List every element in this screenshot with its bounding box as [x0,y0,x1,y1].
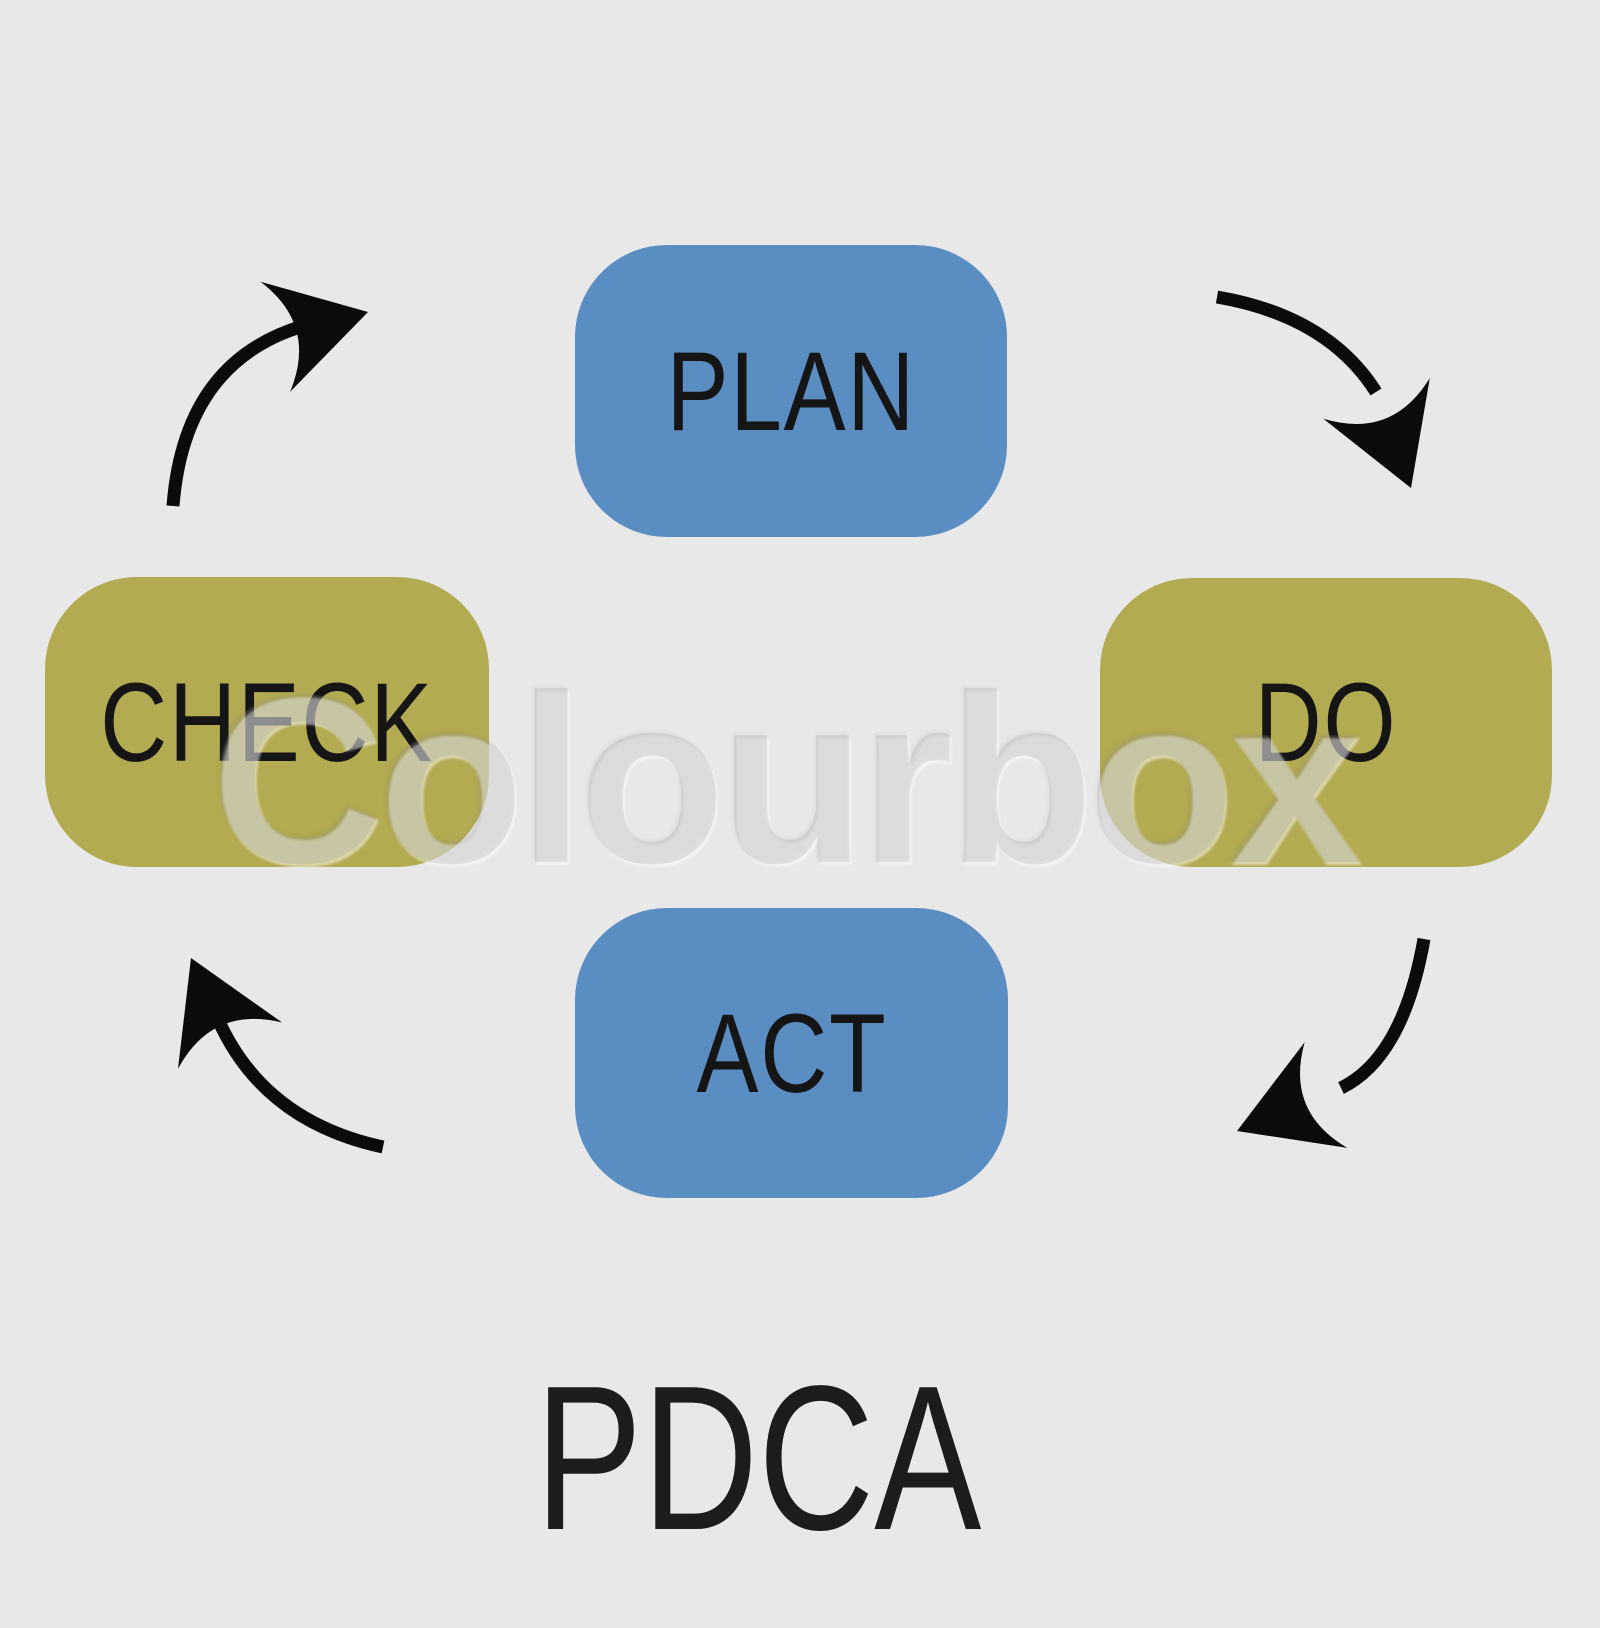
node-plan-label: PLAN [666,328,916,454]
node-do: DO [1100,578,1552,867]
node-check-label: CHECK [100,659,434,785]
curved-arrow-act-to-check-icon [177,958,385,1154]
node-act: ACT [575,908,1008,1198]
arrow-head [1323,377,1430,488]
arrow-shaft [211,1014,385,1154]
curved-arrow-plan-to-do-icon [1215,290,1430,488]
node-act-label: ACT [696,990,887,1116]
arrow-head [177,958,283,1069]
curved-arrow-check-to-plan-icon [166,281,368,507]
arrow-head [260,281,368,392]
diagram-title-text: PDCA [534,1343,982,1573]
arrow-shaft [166,319,305,507]
node-check: CHECK [45,577,489,867]
curved-arrow-do-to-act-icon [1237,937,1431,1148]
arrow-shaft [1215,290,1382,396]
arrow-shaft [1337,937,1431,1094]
arrow-head [1237,1042,1348,1148]
diagram-title: PDCA [0,1355,1558,1628]
node-plan: PLAN [575,245,1007,537]
node-do-label: DO [1254,660,1398,785]
